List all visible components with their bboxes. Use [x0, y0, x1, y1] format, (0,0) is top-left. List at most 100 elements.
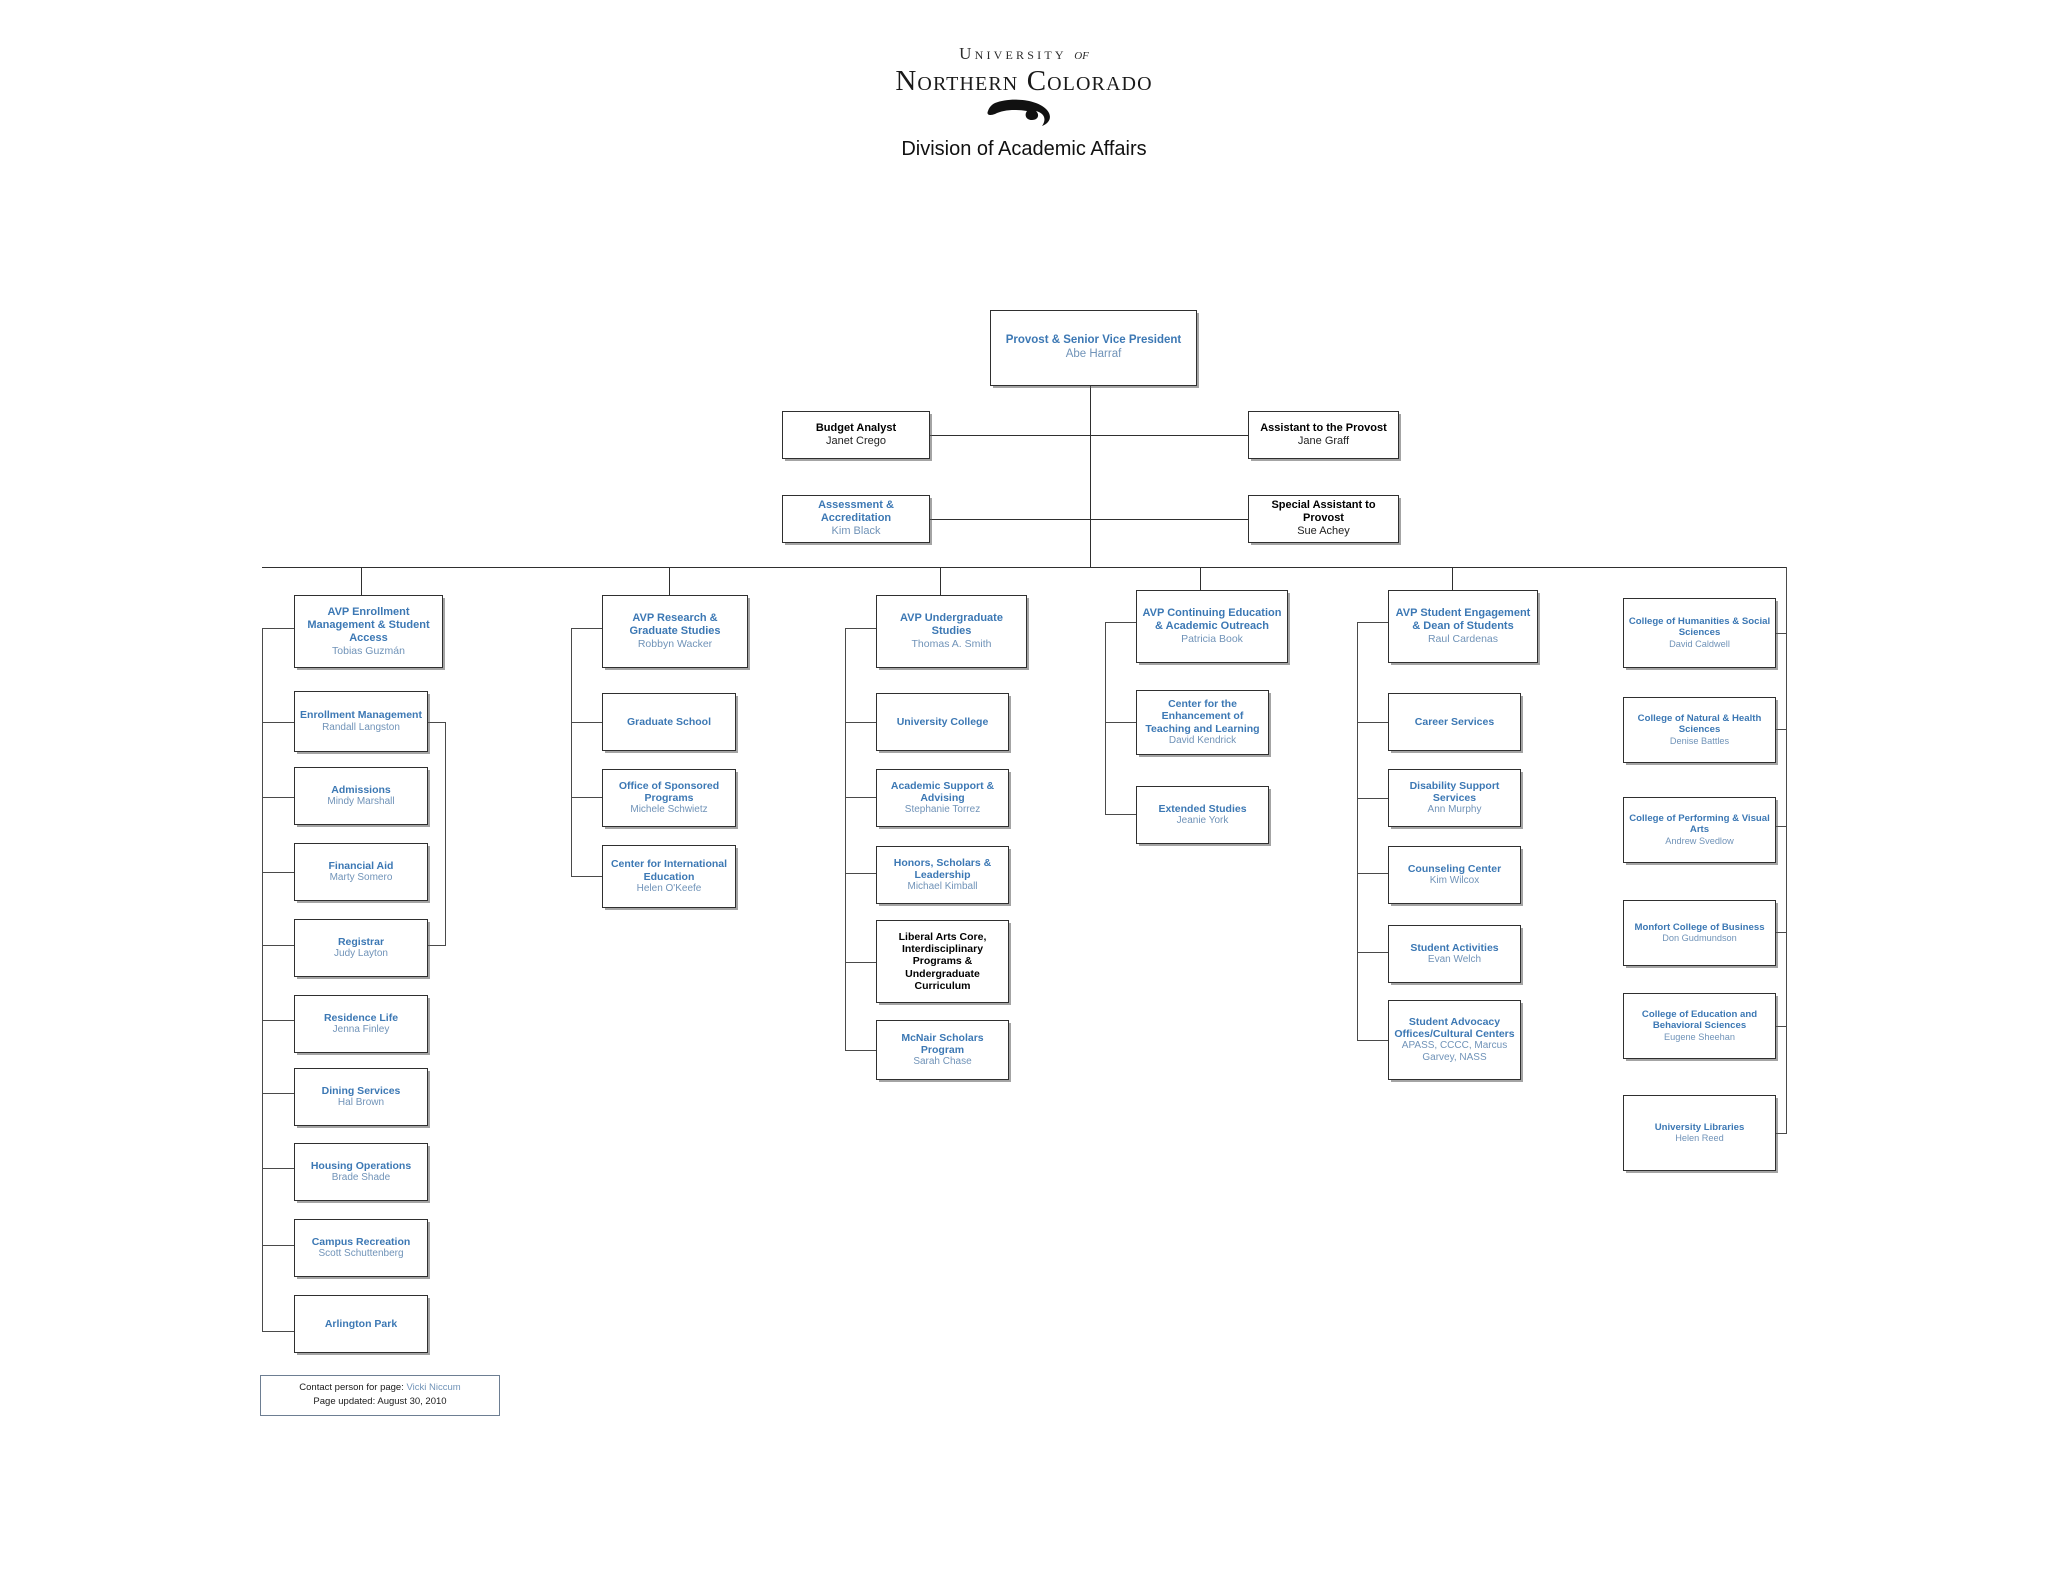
node-person: Brade Shade [331, 1172, 391, 1184]
connector-stub-c5-head [1357, 622, 1388, 624]
node-person: Ann Murphy [1427, 804, 1482, 816]
connector-drop-col-1 [361, 567, 363, 597]
node-graduate-school[interactable]: Graduate School [602, 693, 736, 751]
node-college-humanities-social-sciences[interactable]: College of Humanities & Social Sciences … [1623, 598, 1776, 668]
node-person: David Caldwell [1669, 638, 1730, 649]
node-campus-recreation[interactable]: Campus Recreation Scott Schuttenberg [294, 1219, 428, 1277]
node-liberal-arts-core[interactable]: Liberal Arts Core, Interdisciplinary Pro… [876, 920, 1009, 1003]
logo-line-university: University of [0, 44, 2048, 64]
university-logo: University of Northern Colorado [0, 44, 2048, 129]
node-title: Admissions [331, 783, 391, 796]
node-assessment-accreditation[interactable]: Assessment & Accreditation Kim Black [782, 495, 930, 543]
node-counseling-center[interactable]: Counseling Center Kim Wilcox [1388, 846, 1521, 904]
node-person: David Kendrick [1168, 735, 1237, 747]
node-avp-undergraduate-studies[interactable]: AVP Undergraduate Studies Thomas A. Smit… [876, 595, 1027, 668]
connector-bracket-enrollment-right [445, 722, 447, 946]
node-arlington-park[interactable]: Arlington Park [294, 1295, 428, 1353]
connector-assistant-provost [1090, 435, 1248, 437]
node-special-assistant-to-provost[interactable]: Special Assistant to Provost Sue Achey [1248, 495, 1399, 543]
node-enrollment-management[interactable]: Enrollment Management Randall Langston [294, 691, 428, 752]
node-person: Kim Black [831, 525, 881, 538]
node-title: College of Education and Behavioral Scie… [1641, 1009, 1758, 1032]
contact-person-link[interactable]: Vicki Niccum [406, 1382, 461, 1393]
node-person: Raul Cardenas [1427, 633, 1499, 646]
node-monfort-college-of-business[interactable]: Monfort College of Business Don Gudmunds… [1623, 900, 1776, 966]
connector-assessment [928, 519, 1090, 521]
node-title: Extended Studies [1158, 802, 1247, 815]
connector-stub-c4-head [1105, 622, 1136, 624]
connector-stub-c3-head [845, 628, 876, 630]
node-college-natural-health-sciences[interactable]: College of Natural & Health Sciences Den… [1623, 697, 1776, 763]
updated-line: Page updated: August 30, 2010 [267, 1395, 493, 1409]
node-avp-continuing-education[interactable]: AVP Continuing Education & Academic Outr… [1136, 590, 1288, 663]
node-title: Counseling Center [1407, 862, 1502, 875]
connector-stub-c5-1 [1357, 798, 1388, 800]
node-academic-support-advising[interactable]: Academic Support & Advising Stephanie To… [876, 769, 1009, 827]
node-person: Janet Crego [826, 434, 886, 447]
node-residence-life[interactable]: Residence Life Jenna Finley [294, 995, 428, 1053]
connector-main-bus [262, 567, 1786, 569]
node-title: AVP Undergraduate Studies [900, 612, 1003, 638]
node-avp-enrollment-management[interactable]: AVP Enrollment Management & Student Acce… [294, 595, 443, 668]
node-person: Helen O'Keefe [636, 882, 702, 894]
node-provost[interactable]: Provost & Senior Vice President Abe Harr… [990, 310, 1197, 386]
node-extended-studies[interactable]: Extended Studies Jeanie York [1136, 786, 1269, 844]
node-title: Career Services [1414, 715, 1495, 728]
node-person: Jeanie York [1176, 815, 1229, 827]
node-title: University College [896, 715, 989, 728]
contact-label: Contact person for page: [299, 1382, 404, 1393]
node-budget-analyst[interactable]: Budget Analyst Janet Crego [782, 411, 930, 459]
node-center-enhancement-teaching-learning[interactable]: Center for the Enhancement of Teaching a… [1136, 690, 1269, 755]
node-person: Jenna Finley [332, 1024, 390, 1036]
node-center-for-international-education[interactable]: Center for International Education Helen… [602, 845, 736, 908]
connector-stub-c5-3 [1357, 952, 1388, 954]
connector-stub-c2-2 [571, 876, 602, 878]
connector-stub-c2-0 [571, 722, 602, 724]
node-college-performing-visual-arts[interactable]: College of Performing & Visual Arts Andr… [1623, 797, 1776, 863]
node-financial-aid[interactable]: Financial Aid Marty Somero [294, 843, 428, 901]
connector-stub-c1-4 [262, 1020, 294, 1022]
connector-drop-col-2 [669, 567, 671, 597]
node-avp-student-engagement[interactable]: AVP Student Engagement & Dean of Student… [1388, 590, 1538, 663]
node-disability-support-services[interactable]: Disability Support Services Ann Murphy [1388, 769, 1521, 827]
node-title: Housing Operations [310, 1159, 412, 1172]
node-title: AVP Continuing Education & Academic Outr… [1142, 607, 1282, 633]
node-honors-scholars-leadership[interactable]: Honors, Scholars & Leadership Michael Ki… [876, 846, 1009, 904]
node-person: Abe Harraf [1065, 347, 1122, 360]
node-assistant-to-provost[interactable]: Assistant to the Provost Jane Graff [1248, 411, 1399, 459]
node-title: Budget Analyst [815, 421, 897, 434]
connector-stub-c4-1 [1105, 814, 1136, 816]
connector-stub-c3-0 [845, 722, 876, 724]
node-title: Enrollment Management [300, 709, 422, 722]
connector-bracket-enrollment-top [428, 722, 446, 724]
node-person: Michael Kimball [907, 881, 978, 893]
node-university-college[interactable]: University College [876, 693, 1009, 751]
node-student-advocacy-cultural-centers[interactable]: Student Advocacy Offices/Cultural Center… [1388, 1000, 1521, 1080]
node-title: McNair Scholars Program [901, 1031, 984, 1056]
connector-colleges-spine [1786, 567, 1788, 1134]
node-dining-services[interactable]: Dining Services Hal Brown [294, 1068, 428, 1126]
node-person: Tobias Guzmán [332, 644, 405, 657]
node-person: Jane Graff [1297, 434, 1350, 447]
node-title: Financial Aid [328, 859, 394, 872]
node-college-education-behavioral-sciences[interactable]: College of Education and Behavioral Scie… [1623, 993, 1776, 1059]
node-registrar[interactable]: Registrar Judy Layton [294, 919, 428, 977]
node-title: Assistant to the Provost [1260, 421, 1387, 434]
node-person: Eugene Sheehan [1663, 1031, 1735, 1042]
node-mcnair-scholars-program[interactable]: McNair Scholars Program Sarah Chase [876, 1020, 1009, 1080]
node-office-of-sponsored-programs[interactable]: Office of Sponsored Programs Michele Sch… [602, 769, 736, 827]
connector-bracket-enrollment-bottom [428, 945, 446, 947]
node-title: AVP Enrollment Management & Student Acce… [307, 605, 430, 644]
connector-spine-col-5 [1357, 622, 1359, 1040]
node-person: Helen Reed [1675, 1133, 1724, 1144]
node-university-libraries[interactable]: University Libraries Helen Reed [1623, 1095, 1776, 1171]
node-student-activities[interactable]: Student Activities Evan Welch [1388, 925, 1521, 983]
node-admissions[interactable]: Admissions Mindy Marshall [294, 767, 428, 825]
node-career-services[interactable]: Career Services [1388, 693, 1521, 751]
node-person: Stephanie Torrez [904, 804, 981, 816]
logo-of-text: of [1074, 46, 1089, 63]
node-avp-research-graduate-studies[interactable]: AVP Research & Graduate Studies Robbyn W… [602, 595, 748, 668]
node-housing-operations[interactable]: Housing Operations Brade Shade [294, 1143, 428, 1201]
connector-budget-analyst [928, 435, 1090, 437]
